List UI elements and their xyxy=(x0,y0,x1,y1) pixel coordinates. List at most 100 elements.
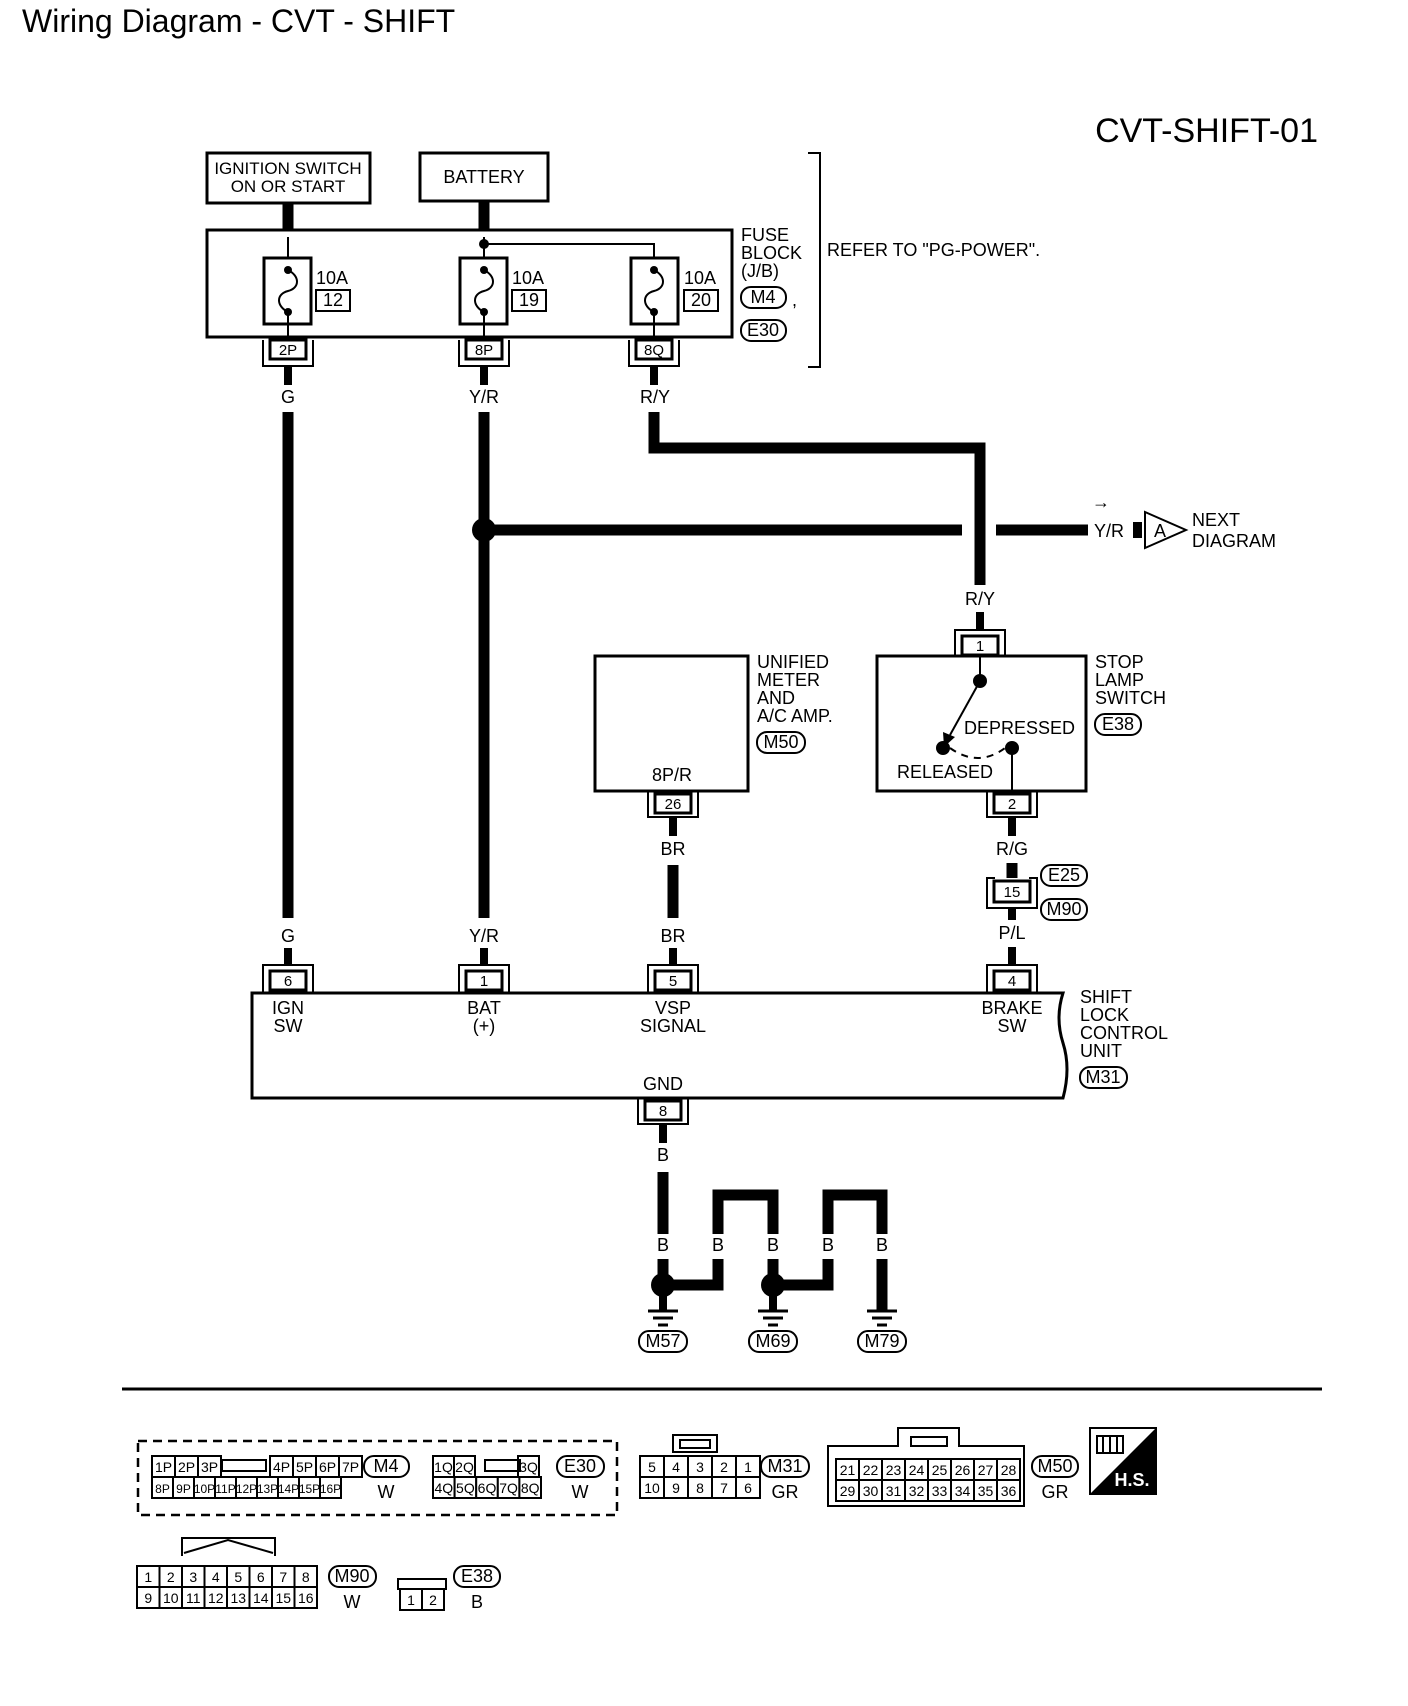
terminal-2p-label: 2P xyxy=(279,342,297,359)
fuse-block-comma: , xyxy=(792,290,797,310)
wire-color-rg: R/G xyxy=(996,839,1028,859)
connector-pin-label: 13P xyxy=(257,1482,278,1496)
joint-pin-15-label: 15 xyxy=(1004,884,1021,901)
connector-pin-label: 9 xyxy=(144,1590,152,1606)
connector-pin-label: 31 xyxy=(886,1483,902,1499)
shift-lock-pin-1-label: 1 xyxy=(480,973,488,990)
connector-view-e38-id: E38 xyxy=(461,1566,493,1586)
ignition-label-line1: IGNITION SWITCH xyxy=(214,159,361,178)
ign-sw-label-line2: SW xyxy=(274,1016,303,1036)
stop-lamp-switch-pin-2: 2 xyxy=(986,791,1038,818)
fuse-block-label-line2: BLOCK xyxy=(741,243,802,263)
fuse-block-label: FUSE BLOCK (J/B) M4 , E30 xyxy=(740,225,802,342)
stop-lamp-label-line3: SWITCH xyxy=(1095,688,1166,708)
fuse-12: 10A 12 xyxy=(262,256,351,337)
connector-pin-label: 30 xyxy=(863,1483,879,1499)
unified-meter-label-line1: UNIFIED xyxy=(757,652,829,672)
connector-pin-label: 29 xyxy=(840,1483,856,1499)
fuse-block-connector-m4: M4 xyxy=(750,287,775,307)
connector-view-m4-color: W xyxy=(378,1482,395,1502)
shift-lock-pin-5-label: 5 xyxy=(669,973,677,990)
refer-to-pg-power: REFER TO "PG-POWER". xyxy=(827,240,1040,260)
connector-pin-label: 10 xyxy=(644,1480,660,1496)
connector-pin-label: 26 xyxy=(955,1462,971,1478)
ground-label-m79: M79 xyxy=(864,1331,899,1351)
connector-pin-label: 16 xyxy=(298,1590,314,1606)
wire-color-ry-top: R/Y xyxy=(640,387,670,407)
connector-pin-label: 6P xyxy=(319,1459,336,1475)
connector-pin-label: 1P xyxy=(155,1459,172,1475)
brake-sw-label-line1: BRAKE xyxy=(981,998,1042,1018)
connector-pin-label: 32 xyxy=(909,1483,925,1499)
connector-pin-label: 1 xyxy=(744,1459,752,1475)
connector-pin-label: 21 xyxy=(840,1462,856,1478)
shift-lock-label-line3: CONTROL xyxy=(1080,1023,1168,1043)
ground-link-m69 xyxy=(767,1259,834,1291)
shift-lock-pin-6: 6 IGN SW xyxy=(262,964,314,1036)
connector-pin-label: 15 xyxy=(275,1590,291,1606)
connector-pin-label: 10 xyxy=(163,1590,179,1606)
ground-symbol-m69: M69 xyxy=(748,1309,798,1353)
connector-pin-label: 10P xyxy=(194,1482,215,1496)
connector-pin-label: 15P xyxy=(299,1482,320,1496)
wire-color-br-bottom: BR xyxy=(660,926,685,946)
connector-pin-label: 5Q xyxy=(456,1480,475,1496)
stop-lamp-switch-label: STOP LAMP SWITCH E38 xyxy=(1094,652,1166,736)
shift-lock-pin-1: 1 BAT (+) xyxy=(458,964,510,1036)
connector-pin-label: 5 xyxy=(648,1459,656,1475)
connector-pin-label: 2Q xyxy=(455,1459,474,1475)
connector-pin-label: 13 xyxy=(230,1590,246,1606)
connector-pin-label: 2 xyxy=(429,1592,437,1608)
connector-pin-label: 3 xyxy=(189,1569,197,1585)
vsp-signal-label-line1: VSP xyxy=(655,998,691,1018)
shift-lock-label-line1: SHIFT xyxy=(1080,987,1132,1007)
fuse-20-number: 20 xyxy=(691,290,711,310)
wire-color-b-3: B xyxy=(767,1235,779,1255)
fuse-12-rating: 10A xyxy=(316,268,348,288)
connector-pin-label: 4 xyxy=(672,1459,680,1475)
wire-color-g-top: G xyxy=(281,387,295,407)
shift-lock-pin-5: 5 VSP SIGNAL xyxy=(640,964,706,1036)
shift-lock-pin-6-label: 6 xyxy=(284,973,292,990)
terminal-8p-label: 8P xyxy=(475,342,493,359)
fuse-block-label-line3: (J/B) xyxy=(741,261,779,281)
connector-pin-label: 3 xyxy=(696,1459,704,1475)
next-diagram-letter: A xyxy=(1154,521,1166,541)
stop-lamp-label-line2: LAMP xyxy=(1095,670,1144,690)
shift-lock-pin-8-label: 8 xyxy=(659,1103,667,1120)
connector-pin-label: 1Q xyxy=(434,1459,453,1475)
ground-symbol-m57: M57 xyxy=(638,1309,688,1353)
connector-pin-cell xyxy=(421,1588,445,1611)
connector-pin-label: 4Q xyxy=(434,1480,453,1496)
connector-pin-label: 23 xyxy=(886,1462,902,1478)
connector-pin-label: 14P xyxy=(278,1482,299,1496)
shift-lock-pin-4-label: 4 xyxy=(1008,973,1016,990)
connector-view-m31-color: GR xyxy=(772,1482,799,1502)
connector-view-m50-id: M50 xyxy=(1037,1456,1072,1476)
connector-view-m4-id: M4 xyxy=(373,1456,398,1476)
ground-jumper-1 xyxy=(712,1189,779,1234)
vsp-signal-label-line2: SIGNAL xyxy=(640,1016,706,1036)
power-bracket: REFER TO "PG-POWER". xyxy=(808,152,1040,368)
connector-pin-cell xyxy=(996,1479,1021,1502)
fuse-20: 10A 20 xyxy=(629,256,719,337)
connector-pin-label: 3Q xyxy=(519,1459,538,1475)
connector-pin-label: 33 xyxy=(932,1483,948,1499)
shift-lock-label-line2: LOCK xyxy=(1080,1005,1129,1025)
terminal-8q-label: 8Q xyxy=(644,342,664,359)
connector-pin-label: 22 xyxy=(863,1462,879,1478)
ground-label-m57: M57 xyxy=(645,1331,680,1351)
depressed-label: DEPRESSED xyxy=(964,718,1075,738)
next-diagram-label-line1: NEXT xyxy=(1192,510,1240,530)
connector-pin-label: 2 xyxy=(167,1569,175,1585)
ground-jumper-2 xyxy=(822,1189,888,1234)
connector-pin-label: 3P xyxy=(201,1459,218,1475)
wire-color-ry-switch: R/Y xyxy=(965,589,995,609)
wire-color-b-4: B xyxy=(822,1235,834,1255)
connector-pin-label: 7 xyxy=(720,1480,728,1496)
connector-pin-cell xyxy=(338,1455,363,1478)
connector-pin-label: 25 xyxy=(932,1462,948,1478)
fuse-19: 10A 19 xyxy=(458,256,547,337)
bat-label-line1: BAT xyxy=(467,998,501,1018)
